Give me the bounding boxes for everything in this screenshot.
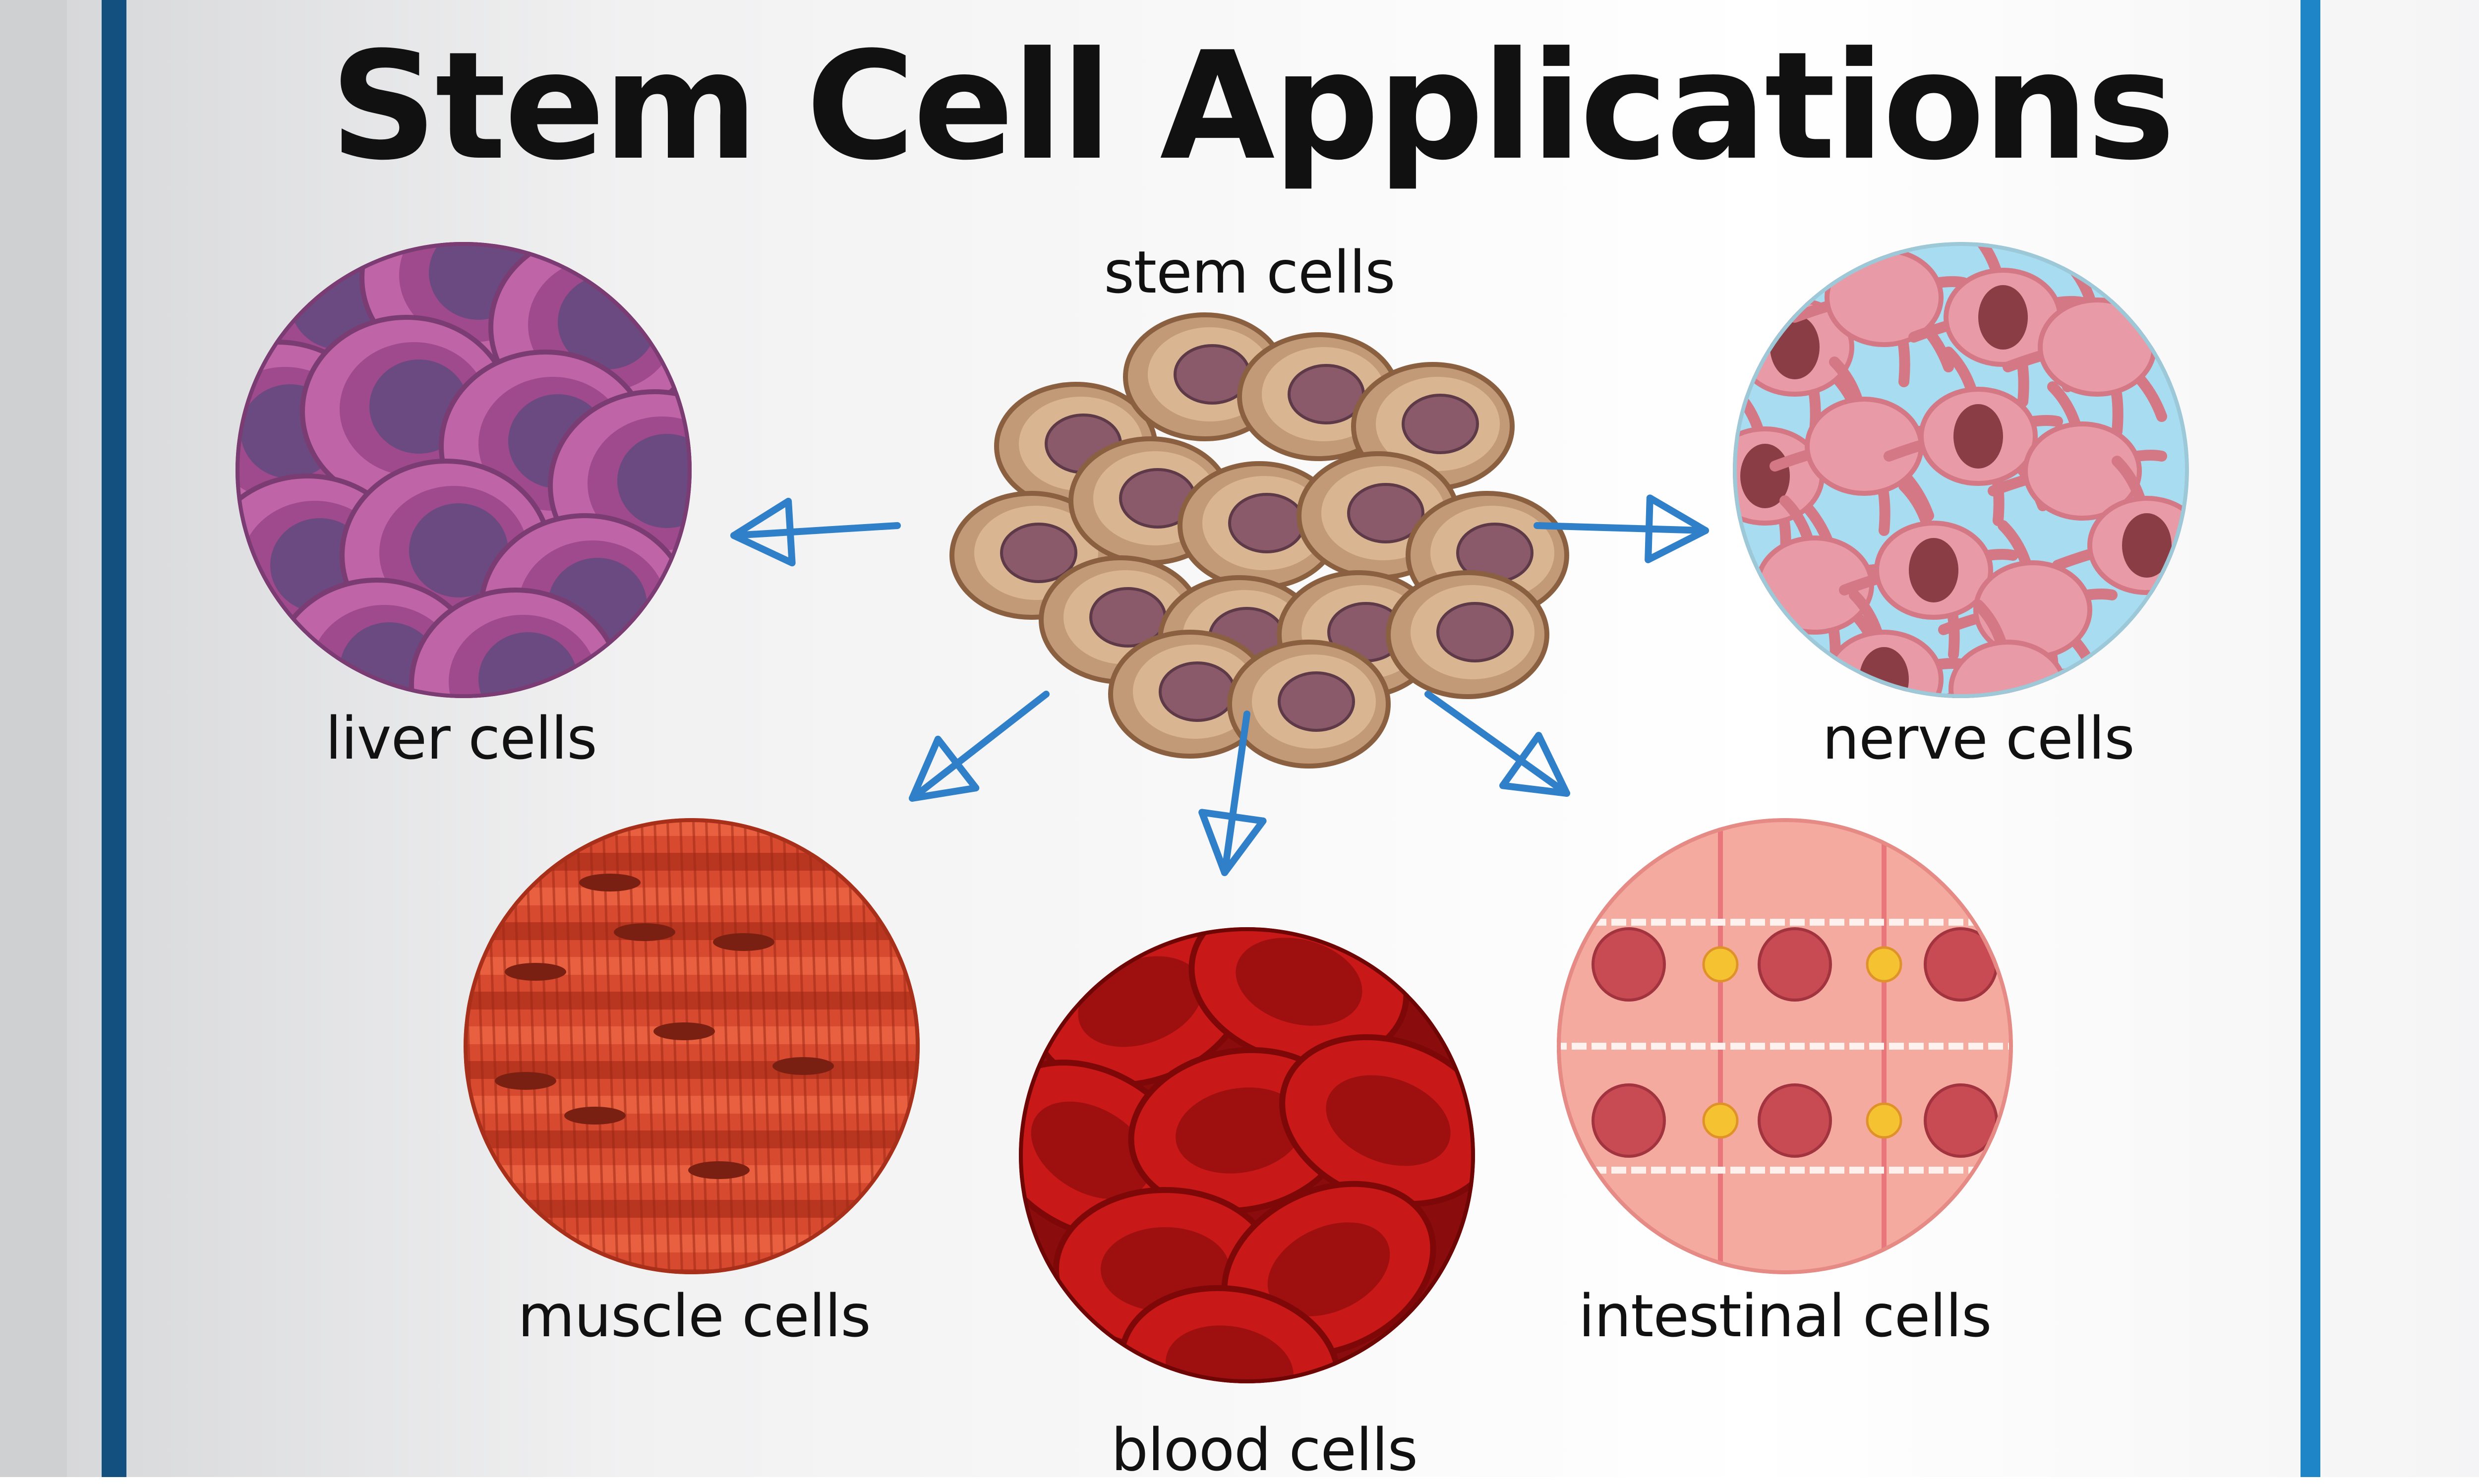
arrow-shaft-3: [1221, 711, 1250, 876]
muscle-striation-8: [563, 818, 581, 1274]
arrow-head-2: [909, 735, 980, 802]
intestinal-nucleus-4: [1758, 1083, 1832, 1158]
arrows-group: [730, 494, 1709, 876]
blood-cell-center-1: [1236, 938, 1362, 1026]
intestinal-junction-3: [1866, 1102, 1902, 1139]
muscle-striation-20: [717, 818, 735, 1274]
liver-nucleus-11: [478, 632, 578, 698]
muscle-striation-16: [666, 818, 684, 1274]
liver-nucleus-6: [617, 434, 692, 528]
intestinal-cells-label: intestinal cells: [1578, 1282, 1992, 1350]
blood-cell-center-0: [1078, 956, 1203, 1047]
muscle-nucleus-1: [713, 933, 774, 951]
page-title: Stem Cell Applications: [330, 20, 2176, 193]
blood-cells-illustration: [1019, 927, 1475, 1383]
stem-nucleus-13: [1159, 661, 1236, 722]
muscle-nucleus-6: [688, 1161, 750, 1179]
intestinal-nucleus-0: [1592, 927, 1666, 1002]
left-frame-bar: [102, 0, 126, 1477]
muscle-striation-18: [692, 818, 709, 1274]
muscle-nucleus-8: [614, 923, 675, 941]
intestinal-circle-border: [1557, 818, 2013, 1274]
intestinal-junction-2: [1702, 1102, 1739, 1139]
muscle-striation-14: [640, 818, 658, 1274]
nerve-nucleus-2: [1978, 285, 2028, 350]
muscle-fiber-5: [464, 992, 920, 1009]
muscle-striation-23: [756, 818, 774, 1274]
muscle-striation-17: [679, 818, 697, 1274]
nerve-nucleus-8: [2122, 513, 2172, 578]
arrow-head-3: [1198, 809, 1267, 876]
stem-nucleus-14: [1278, 671, 1355, 732]
muscle-nucleus-3: [653, 1022, 715, 1040]
arrow-head-1: [1645, 494, 1709, 563]
muscle-striation-21: [730, 818, 748, 1274]
muscle-cells-illustration: [464, 818, 920, 1274]
stem-nucleus-2: [1288, 364, 1365, 424]
nerve-cells-label: nerve cells: [1822, 704, 2134, 772]
muscle-nucleus-2: [505, 963, 566, 981]
stem-nucleus-7: [1347, 483, 1424, 543]
muscle-striation-25: [782, 818, 800, 1274]
muscle-striation-6: [537, 818, 555, 1274]
blood-cells-label: blood cells: [1111, 1416, 1418, 1484]
intestinal-junction-1: [1866, 946, 1902, 983]
intestinal-cells-illustration: [1557, 818, 2013, 1274]
muscle-fiber-2: [464, 888, 920, 905]
stem-nucleus-3: [1402, 394, 1479, 454]
right-frame-bar: [2301, 0, 2320, 1477]
nerve-nucleus-10: [1909, 538, 1958, 602]
muscle-striation-19: [705, 818, 722, 1274]
muscle-nucleus-4: [772, 1057, 834, 1075]
blood-circle-border: [1019, 927, 1475, 1383]
liver-cells-label: liver cells: [325, 704, 597, 772]
muscle-fiber-8: [464, 1096, 920, 1114]
nerve-nucleus-6: [1953, 404, 2003, 469]
blood-cell-center-4: [1326, 1075, 1451, 1166]
muscle-striation-28: [821, 818, 838, 1274]
muscle-striation-10: [589, 818, 606, 1274]
intestinal-nucleus-1: [1758, 927, 1832, 1002]
muscle-striation-27: [808, 818, 826, 1274]
muscle-circle-border: [464, 818, 920, 1274]
stem-cells-cluster: [949, 312, 1569, 769]
muscle-striation-24: [769, 818, 787, 1274]
arrow-shaft-0: [730, 522, 901, 539]
arrow-shaft-1: [1534, 522, 1709, 534]
muscle-striation-9: [576, 818, 593, 1274]
arrow-shaft-4: [1424, 691, 1570, 797]
muscle-striation-7: [550, 818, 568, 1274]
blood-cell-center-7: [1166, 1325, 1294, 1383]
muscle-striation-13: [627, 818, 645, 1274]
liver-circle-border: [236, 242, 692, 698]
muscle-cells-label: muscle cells: [518, 1282, 871, 1350]
muscle-striation-29: [833, 818, 851, 1274]
arrow-head-4: [1499, 731, 1570, 797]
muscle-nucleus-7: [495, 1072, 556, 1090]
nerve-cell-7: [2023, 421, 2142, 521]
muscle-striation-26: [795, 818, 813, 1274]
stem-cells-label: stem cells: [1104, 238, 1395, 306]
liver-nucleus-8: [409, 503, 508, 597]
stem-nucleus-6: [1228, 493, 1305, 553]
intestinal-nucleus-3: [1592, 1083, 1666, 1158]
stem-nucleus-4: [1000, 523, 1077, 583]
nerve-circle-border: [1733, 242, 2189, 698]
blood-cell-center-3: [1176, 1087, 1303, 1174]
muscle-striation-22: [743, 818, 761, 1274]
muscle-striation-15: [653, 818, 671, 1274]
left-gray-margin: [0, 0, 67, 1477]
blood-cell-center-2: [1031, 1101, 1151, 1199]
muscle-fiber-3: [464, 922, 920, 940]
muscle-nucleus-0: [579, 874, 641, 891]
intestinal-junction-0: [1702, 946, 1739, 983]
muscle-fiber-9: [464, 1130, 920, 1148]
blood-cell-center-6: [1267, 1222, 1390, 1316]
stem-nucleus-12: [1436, 602, 1514, 662]
muscle-nucleus-5: [564, 1107, 626, 1125]
arrow-shaft-2: [909, 691, 1050, 802]
arrow-head-0: [730, 497, 796, 567]
